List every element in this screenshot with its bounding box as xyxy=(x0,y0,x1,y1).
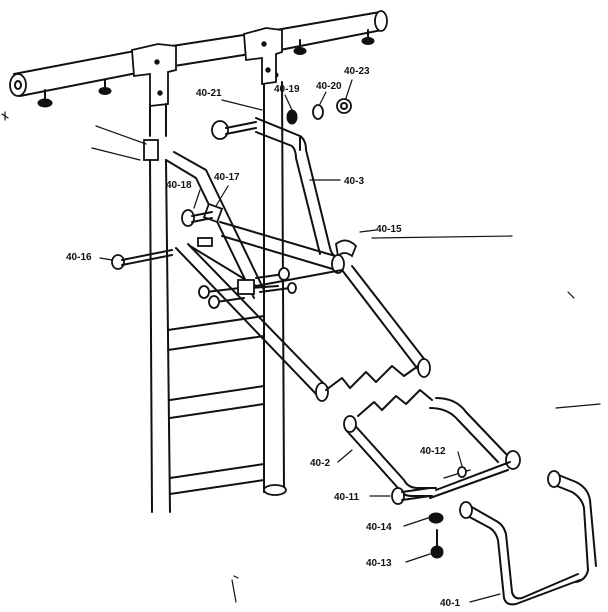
part-40-12-bolt xyxy=(457,466,467,478)
label-40-3: 40-3 xyxy=(344,176,364,187)
label-40-12: 40-12 xyxy=(420,446,446,457)
part-40-13-cap-nut xyxy=(430,529,444,559)
part-40-21-bolt xyxy=(211,99,263,140)
label-40-23: 40-23 xyxy=(344,66,370,77)
label-40-11: 40-11 xyxy=(334,492,359,503)
label-40-2: 40-2 xyxy=(310,458,330,469)
part-40-16-bolt xyxy=(111,237,213,270)
leader-lines xyxy=(91,125,147,161)
part-40-2-slide-lower xyxy=(343,389,521,499)
label-40-14: 40-14 xyxy=(366,522,392,533)
label-40-17: 40-17 xyxy=(214,172,240,183)
middle-bolts xyxy=(198,267,297,309)
label-40-20: 40-20 xyxy=(316,81,342,92)
part-40-15-clamp xyxy=(335,239,358,258)
label-40-16: 40-16 xyxy=(66,252,92,263)
stray-marks xyxy=(1,111,575,603)
tee-fitting-left xyxy=(131,43,177,108)
label-40-1: 40-1 xyxy=(440,598,460,609)
label-40-21: 40-21 xyxy=(196,88,222,99)
ladder xyxy=(143,81,287,513)
tee-fitting-right xyxy=(243,27,283,86)
hardware-set-top xyxy=(286,98,352,125)
label-40-13: 40-13 xyxy=(366,558,392,569)
label-40-18: 40-18 xyxy=(166,180,192,191)
slide-upper-section xyxy=(175,221,431,402)
label-40-19: 40-19 xyxy=(274,84,300,95)
part-40-18-bolt xyxy=(181,209,213,227)
part-40-11-bolt xyxy=(391,487,431,505)
part-40-1-foot-bar xyxy=(459,470,597,606)
part-40-14-washer xyxy=(428,512,444,524)
part-40-17-arm xyxy=(165,151,265,299)
callout-leaders xyxy=(99,79,601,603)
label-40-15: 40-15 xyxy=(376,224,402,235)
